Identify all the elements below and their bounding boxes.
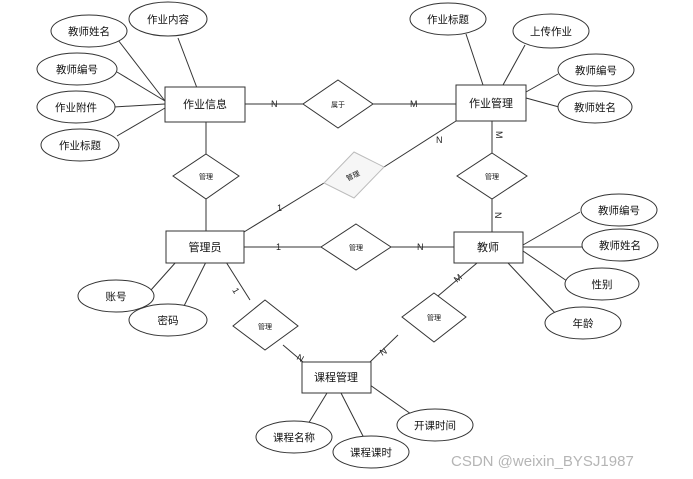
- relationship-manage-bottom-right: 管理: [401, 292, 467, 343]
- cardinality-n-mgmt-teacher: N: [493, 212, 503, 219]
- relationship-manage-mid: 管理: [320, 223, 392, 271]
- attribute-upload-homework: 上传作业: [512, 13, 590, 49]
- attribute-password: 密码: [128, 303, 208, 337]
- attribute-gender-label: 性别: [592, 278, 613, 291]
- entity-admin-label: 管理员: [189, 240, 222, 254]
- attribute-teacher-name-tr: 教师姓名: [557, 90, 633, 124]
- cardinality-n-teacher-course: N: [378, 346, 389, 358]
- attribute-homework-content: 作业内容: [128, 1, 208, 37]
- cardinality-1-faded: 1: [277, 203, 282, 213]
- attribute-homework-title-l: 作业标题: [40, 128, 120, 162]
- attribute-homework-attachment: 作业附件: [36, 90, 116, 124]
- cardinality-m-belongs: M: [410, 99, 418, 109]
- relationship-manage-faded: 管理: [323, 151, 385, 199]
- attribute-teacher-name-r: 教师姓名: [581, 228, 659, 262]
- attribute-password-label: 密码: [158, 314, 179, 327]
- attribute-homework-title-tr: 作业标题: [409, 2, 487, 36]
- relationship-belongs: 属于: [302, 79, 374, 129]
- cardinality-1-admin-teacher: 1: [276, 242, 281, 252]
- attribute-teacher-name-tl: 教师姓名: [50, 14, 128, 48]
- attribute-age: 年龄: [544, 306, 622, 340]
- attribute-homework-content-label: 作业内容: [147, 13, 189, 26]
- cardinality-m-mgmt-teacher: M: [494, 131, 504, 139]
- relationship-manage-right-label: 管理: [485, 172, 499, 181]
- attribute-teacher-no-tr-label: 教师编号: [575, 64, 617, 77]
- entity-admin: 管理员: [165, 230, 245, 264]
- attribute-account: 账号: [77, 279, 155, 313]
- attribute-course-hours: 课程课时: [332, 435, 410, 469]
- attribute-gender: 性别: [564, 267, 640, 301]
- attribute-course-name: 课程名称: [255, 420, 333, 454]
- relationship-manage-right: 管理: [456, 152, 528, 200]
- attribute-start-time: 开课时间: [396, 408, 474, 442]
- cardinality-n-faded: N: [436, 135, 443, 145]
- cardinality-n-belongs: N: [271, 99, 278, 109]
- relationship-manage-bottom-left-label: 管理: [258, 322, 272, 331]
- attribute-homework-title-tr-label: 作业标题: [427, 14, 469, 26]
- entity-homework-info: 作业信息: [164, 86, 246, 123]
- entity-homework-mgmt: 作业管理: [455, 84, 527, 122]
- attribute-upload-homework-label: 上传作业: [530, 26, 572, 38]
- entity-teacher: 教师: [453, 231, 524, 264]
- attribute-course-hours-label: 课程课时: [350, 447, 392, 459]
- attribute-account-label: 账号: [106, 291, 127, 303]
- watermark: CSDN @weixin_BYSJ1987: [451, 453, 634, 470]
- attribute-teacher-no-tr: 教师编号: [557, 53, 635, 87]
- attribute-teacher-name-r-label: 教师姓名: [599, 239, 641, 252]
- attribute-teacher-no-r-label: 教师编号: [598, 204, 640, 217]
- attribute-homework-title-l-label: 作业标题: [59, 140, 101, 152]
- attribute-homework-attachment-label: 作业附件: [55, 101, 97, 114]
- attribute-teacher-name-tl-label: 教师姓名: [68, 25, 110, 38]
- relationship-manage-bottom-right-label: 管理: [427, 313, 441, 322]
- attribute-start-time-label: 开课时间: [414, 419, 456, 432]
- attribute-teacher-name-tr-label: 教师姓名: [574, 101, 616, 114]
- attribute-age-label: 年龄: [573, 317, 594, 330]
- attribute-teacher-no-tl: 教师编号: [36, 52, 118, 86]
- cardinality-n-admin-teacher: N: [417, 242, 424, 252]
- attribute-teacher-no-r: 教师编号: [580, 193, 658, 227]
- relationship-manage-mid-label: 管理: [349, 243, 363, 252]
- relationship-belongs-label: 属于: [331, 101, 345, 109]
- attribute-course-name-label: 课程名称: [273, 431, 315, 444]
- cardinality-1-admin-course: 1: [230, 286, 241, 295]
- attribute-teacher-no-tl-label: 教师编号: [56, 63, 98, 76]
- relationship-manage-left: 管理: [172, 153, 240, 200]
- relationship-manage-bottom-left: 管理: [232, 299, 299, 351]
- entity-course-mgmt: 课程管理: [301, 361, 372, 394]
- entity-homework-info-label: 作业信息: [183, 97, 227, 111]
- relationship-manage-left-label: 管理: [199, 172, 213, 181]
- entity-homework-mgmt-label: 作业管理: [469, 96, 513, 110]
- entity-teacher-label: 教师: [477, 241, 499, 254]
- entity-course-mgmt-label: 课程管理: [314, 370, 358, 384]
- connector-lines: [113, 33, 582, 441]
- cardinality-n-admin-course: N: [295, 352, 306, 364]
